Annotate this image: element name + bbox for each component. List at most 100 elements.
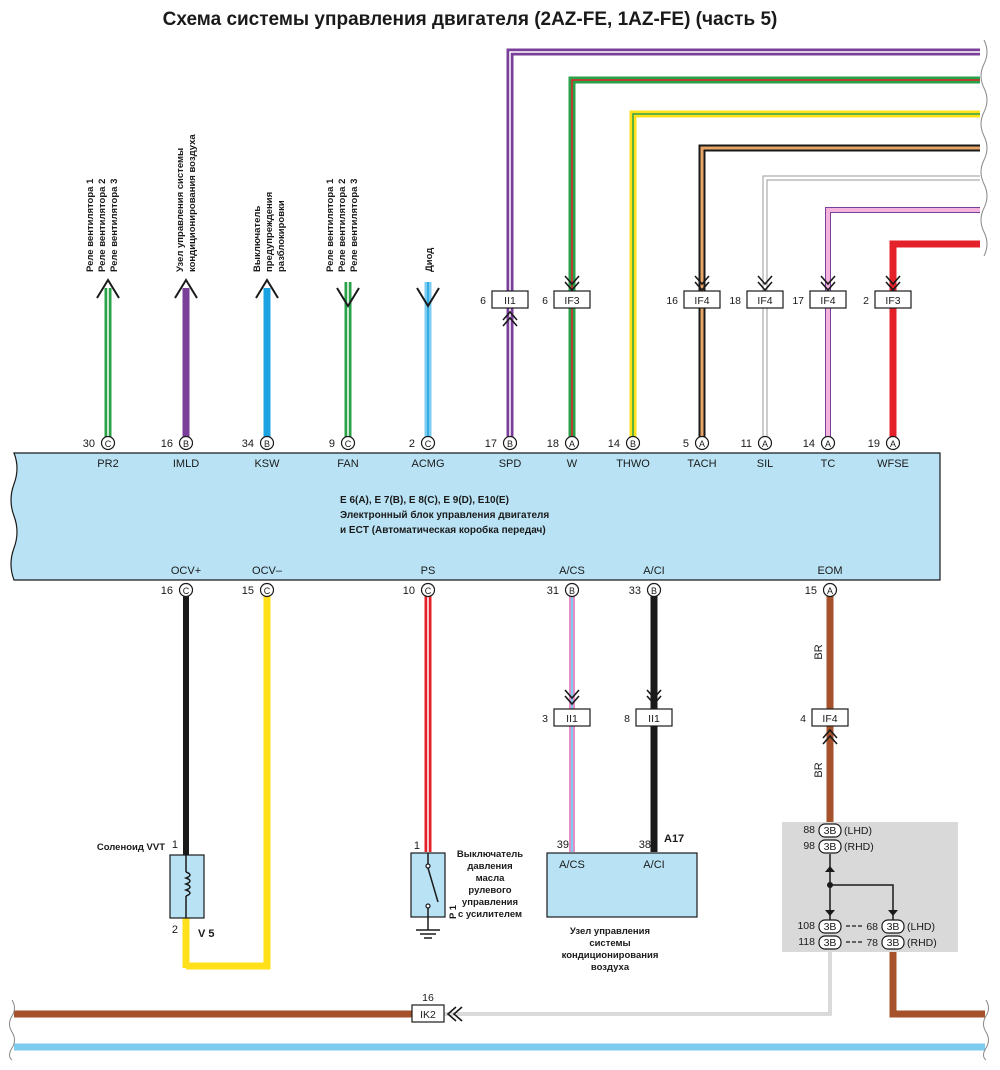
svg-text:A/CS: A/CS: [559, 859, 585, 871]
connector-acs-ii1: 3 II1: [542, 689, 591, 727]
svg-text:33: 33: [629, 585, 641, 597]
svg-text:SPD: SPD: [499, 458, 522, 470]
wire-spd: [506, 48, 980, 438]
svg-text:разблокировки: разблокировки: [276, 200, 287, 272]
svg-text:30: 30: [83, 438, 95, 450]
svg-text:C: C: [183, 586, 190, 596]
svg-text:3: 3: [542, 713, 548, 725]
svg-text:(RHD): (RHD): [907, 937, 937, 949]
svg-text:19: 19: [868, 438, 880, 450]
svg-text:C: C: [105, 439, 112, 449]
svg-text:18: 18: [729, 295, 741, 307]
svg-text:IF4: IF4: [822, 713, 837, 725]
svg-text:A: A: [827, 586, 833, 596]
svg-text:15: 15: [805, 585, 817, 597]
svg-text:(LHD): (LHD): [844, 825, 872, 837]
svg-text:BR: BR: [813, 644, 825, 659]
svg-text:C: C: [425, 586, 432, 596]
svg-text:8: 8: [624, 713, 630, 725]
svg-text:38: 38: [639, 839, 651, 851]
svg-text:39: 39: [557, 839, 569, 851]
right-edge-break: [980, 39, 988, 257]
svg-text:EOM: EOM: [817, 565, 842, 577]
svg-text:3B: 3B: [887, 921, 900, 933]
svg-text:2: 2: [172, 924, 178, 936]
svg-text:34: 34: [242, 438, 254, 450]
svg-text:с усилителем: с усилителем: [458, 909, 522, 920]
connector-spd: 6 II1: [480, 290, 529, 327]
junction-block: 88 3B (LHD) 98 3B (RHD) 108 3B 68 3B (LH…: [782, 822, 958, 952]
svg-text:Узел управления: Узел управления: [570, 926, 650, 937]
dest-acmg: Диод: [424, 248, 435, 272]
svg-text:WFSE: WFSE: [877, 458, 909, 470]
svg-text:SIL: SIL: [757, 458, 774, 470]
svg-text:кондиционирования: кондиционирования: [562, 950, 659, 961]
svg-text:TC: TC: [821, 458, 836, 470]
svg-text:IF4: IF4: [757, 295, 772, 307]
svg-text:BR: BR: [813, 762, 825, 777]
svg-text:A: A: [569, 439, 575, 449]
svg-text:IF3: IF3: [564, 295, 579, 307]
svg-text:TACH: TACH: [687, 458, 716, 470]
svg-text:14: 14: [608, 438, 620, 450]
svg-text:B: B: [183, 439, 189, 449]
svg-text:78: 78: [866, 937, 878, 949]
svg-text:5: 5: [683, 438, 689, 450]
wire-pr2: [96, 278, 120, 438]
svg-text:A: A: [699, 439, 705, 449]
svg-text:масла: масла: [476, 873, 506, 884]
svg-text:3B: 3B: [887, 937, 900, 949]
pin-ocv-minus: OCV– 15 C: [242, 565, 283, 598]
svg-text:P 1: P 1: [448, 904, 459, 919]
svg-text:A/CS: A/CS: [559, 565, 585, 577]
svg-text:B: B: [507, 439, 513, 449]
dest-pr2: Реле вентилятора 1 Реле вентилятора 2 Ре…: [85, 178, 120, 272]
svg-text:10: 10: [403, 585, 415, 597]
svg-text:Выключатель: Выключатель: [252, 206, 263, 272]
connector-tach: 16 IF4: [666, 275, 721, 309]
wire-thwo: [629, 110, 980, 438]
svg-text:PR2: PR2: [97, 458, 118, 470]
diagram-title: Схема системы управления двигателя (2AZ-…: [163, 9, 778, 30]
ecu-connectors: E 6(A), E 7(B), E 8(C), E 9(D), E10(E): [340, 495, 509, 506]
dest-ksw: Выключатель предупреждения разблокировки: [252, 192, 287, 272]
svg-text:B: B: [630, 439, 636, 449]
svg-text:V 5: V 5: [198, 928, 215, 940]
svg-text:14: 14: [803, 438, 815, 450]
dest-fan: Реле вентилятора 1 Реле вентилятора 2 Ре…: [325, 178, 360, 272]
svg-text:KSW: KSW: [254, 458, 280, 470]
svg-text:PS: PS: [421, 565, 436, 577]
svg-text:OCV–: OCV–: [252, 565, 283, 577]
svg-text:B: B: [651, 586, 657, 596]
svg-text:(RHD): (RHD): [844, 841, 874, 853]
svg-text:Реле вентилятора 1: Реле вентилятора 1: [85, 178, 96, 272]
svg-text:C: C: [264, 586, 271, 596]
svg-text:II1: II1: [504, 295, 516, 307]
svg-text:ACMG: ACMG: [412, 458, 445, 470]
connector-sil: 18 IF4: [729, 275, 784, 309]
wire-ksw: [255, 278, 279, 438]
svg-text:C: C: [425, 439, 432, 449]
svg-text:Диод: Диод: [424, 248, 435, 272]
svg-text:Реле вентилятора 3: Реле вентилятора 3: [349, 179, 360, 272]
svg-text:управления: управления: [462, 897, 518, 908]
wire-sil: [762, 175, 980, 438]
svg-text:IK2: IK2: [420, 1009, 436, 1021]
svg-text:15: 15: [242, 585, 254, 597]
svg-text:16: 16: [666, 295, 678, 307]
pin-ps: PS 10 C: [403, 565, 436, 598]
svg-text:3B: 3B: [824, 825, 837, 837]
svg-text:2: 2: [409, 438, 415, 450]
svg-text:II1: II1: [566, 713, 578, 725]
svg-text:1: 1: [172, 839, 178, 851]
svg-text:4: 4: [800, 713, 806, 725]
svg-text:IMLD: IMLD: [173, 458, 199, 470]
